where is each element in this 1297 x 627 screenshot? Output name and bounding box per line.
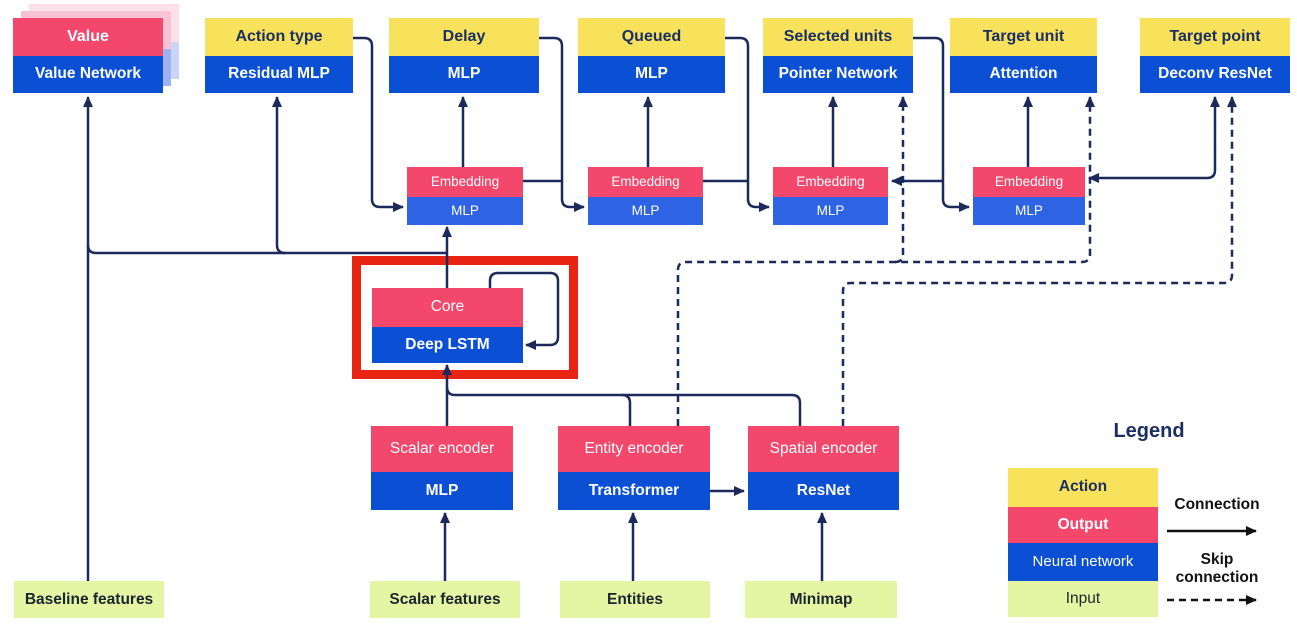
head-value: Value Value Network [13,18,163,93]
encoder-spatial-network: ResNet [748,472,899,510]
encoder-spatial-output: Spatial encoder [748,426,899,472]
input-scalar-features: Scalar features [370,581,520,618]
legend-swatches: Action Output Neural network Input [1008,468,1158,617]
legend-item-input: Input [1008,581,1158,617]
legend-skip-line1: Skip [1200,551,1234,568]
head-action-type-network: Residual MLP [205,56,353,93]
head-target-point-network: Deconv ResNet [1140,56,1290,93]
skip-entity-to-attention [676,96,1095,426]
legend-skip-line2: connection [1175,568,1259,586]
input-minimap: Minimap [745,581,897,618]
legend-item-neural-network: Neural network [1008,543,1158,581]
head-target-unit-label: Target unit [950,18,1097,56]
legend-connection-label: Connection [1174,496,1260,513]
embedding-2-network: MLP [588,197,703,225]
conn-branch-to-residual-mlp [272,96,286,255]
embedding-1-output: Embedding [407,167,523,197]
head-target-unit: Target unit Attention [950,18,1097,93]
embedding-4: Embedding MLP [973,167,1085,225]
embedding-3: Embedding MLP [773,167,888,225]
input-baseline-features: Baseline features [14,581,164,618]
head-target-point-label: Target point [1140,18,1290,56]
conn-core-branch-left [86,244,447,255]
embedding-2: Embedding MLP [588,167,703,225]
encoder-entity-output: Entity encoder [558,426,710,472]
head-value-output: Value [13,18,163,56]
encoder-spatial: Spatial encoder ResNet [748,426,899,510]
legend-title: Legend [1113,420,1185,442]
head-target-point: Target point Deconv ResNet [1140,18,1290,93]
head-queued-label: Queued [578,18,725,56]
encoder-entity: Entity encoder Transformer [558,426,710,510]
head-action-type-label: Action type [205,18,353,56]
head-selected-units-label: Selected units [763,18,913,56]
head-action-type: Action type Residual MLP [205,18,353,93]
head-delay: Delay MLP [389,18,539,93]
head-selected-units: Selected units Pointer Network [763,18,913,93]
conn-embedding4-deconv-fork [1088,96,1220,183]
encoder-scalar-network: MLP [371,472,513,510]
embedding-1-network: MLP [407,197,523,225]
encoder-entity-network: Transformer [558,472,710,510]
core-highlight-rect [352,256,578,379]
embedding-2-output: Embedding [588,167,703,197]
legend-item-action: Action [1008,468,1158,507]
embedding-3-network: MLP [773,197,888,225]
embedding-3-output: Embedding [773,167,888,197]
conn-entity-merge [621,393,632,426]
embedding-4-output: Embedding [973,167,1085,197]
embedding-1: Embedding MLP [407,167,523,225]
head-target-unit-network: Attention [950,56,1097,93]
skip-entity-to-pointer-network [894,96,908,264]
head-queued: Queued MLP [578,18,725,93]
skip-spatial-to-deconv [841,96,1237,426]
embedding-4-network: MLP [973,197,1085,225]
legend-item-output: Output [1008,507,1158,543]
head-value-network: Value Network [13,56,163,93]
encoder-scalar-output: Scalar encoder [371,426,513,472]
head-queued-network: MLP [578,56,725,93]
input-entities: Entities [560,581,710,618]
head-delay-network: MLP [389,56,539,93]
conn-spatial-merge [445,386,802,426]
encoder-scalar: Scalar encoder MLP [371,426,513,510]
legend-skip-label: Skip connection [1162,551,1272,587]
head-delay-label: Delay [389,18,539,56]
head-selected-units-network: Pointer Network [763,56,913,93]
